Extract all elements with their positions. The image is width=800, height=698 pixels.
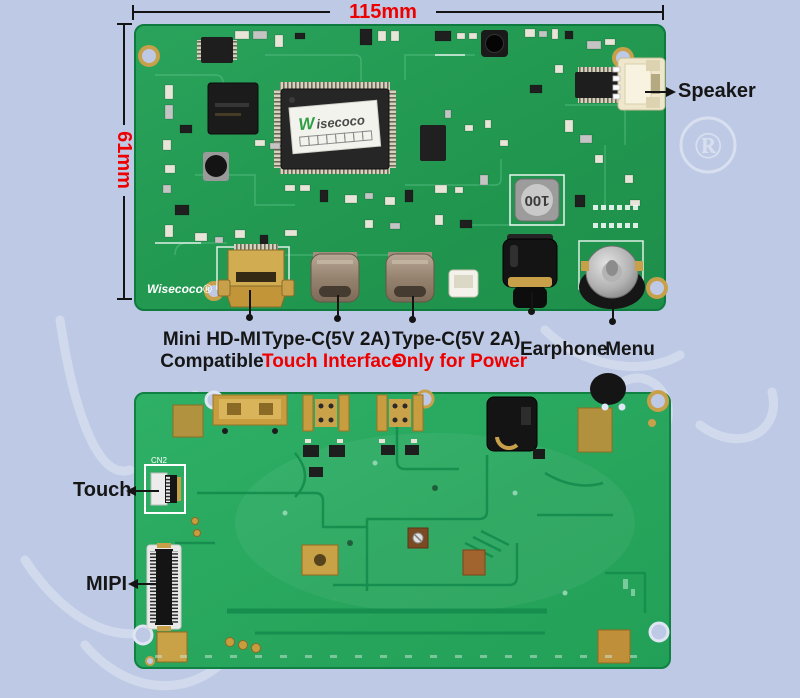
driver-board-back: CN2 — [132, 373, 671, 669]
earphone-jack — [502, 234, 558, 308]
earphone-leader — [531, 292, 533, 309]
backlight-connector — [448, 269, 479, 298]
earphone-jack-back — [486, 396, 545, 459]
typec-touch-label-line1: Type-C(5V 2A) — [262, 329, 391, 350]
height-dimension-label: 61mm — [113, 131, 135, 189]
main-controller-chip: W isecoco — [274, 82, 396, 174]
typec-touch-leader-dot — [334, 315, 341, 322]
dim-line-upper — [123, 25, 125, 125]
touch-fpc-connector: CN2 — [144, 456, 186, 514]
usb-c-touch-connector — [310, 252, 360, 303]
mipi-fpc-connector — [146, 543, 182, 631]
mini-hdmi-label-line1: Mini HD-MI — [162, 329, 262, 350]
inductor-l7 — [481, 30, 508, 57]
mipi-label: MIPI — [86, 573, 128, 595]
typec-touch-label: Type-C(5V 2A) Touch Interface — [262, 329, 403, 373]
usb-c-power-connector — [385, 252, 435, 303]
usb-c-power-back — [376, 394, 424, 455]
copper-pads — [156, 404, 631, 664]
small-ic — [420, 125, 446, 161]
menu-encoder — [579, 245, 645, 309]
dim-line-lower — [123, 196, 125, 298]
chip-brand-sticker: W isecoco — [288, 99, 382, 155]
mipi-leader-line — [137, 583, 159, 585]
hdmi-leader — [249, 290, 251, 315]
edge-pad-row — [155, 655, 637, 658]
dim-cap-bottom — [117, 298, 132, 300]
typec-power-label-line1: Type-C(5V 2A) — [392, 329, 521, 350]
touch-leader-line — [135, 490, 159, 492]
hdmi-leader-dot — [246, 314, 253, 321]
driver-board-front: W isecoco — [134, 24, 668, 311]
inductor-value-marking: 100 — [524, 192, 549, 209]
typec-touch-leader — [337, 295, 339, 316]
speaker-leader-line — [645, 91, 667, 93]
typec-touch-label-line2: Touch Interface — [262, 351, 403, 372]
vias — [191, 403, 635, 653]
menu-leader-dot — [609, 318, 616, 325]
registered-mark-circle — [679, 116, 737, 174]
speaker-arrowhead — [666, 87, 676, 97]
typec-power-label-line2: Only for Power — [392, 351, 528, 372]
inductor-l2 — [203, 152, 229, 181]
menu-encoder-back — [590, 373, 626, 405]
earphone-label: Earphone — [520, 339, 608, 360]
earphone-leader-dot — [528, 308, 535, 315]
cn2-ref-label: CN2 — [151, 456, 168, 465]
touch-arrowhead — [126, 486, 136, 496]
dim-cap-left — [132, 5, 134, 20]
ram-chip — [207, 82, 259, 135]
menu-leader — [612, 302, 614, 319]
width-dimension-label: 115mm — [349, 1, 417, 23]
usb-c-touch-back — [302, 394, 350, 477]
svg-text:W: W — [298, 114, 318, 134]
menu-label: Menu — [605, 339, 655, 360]
mini-hdmi-label: Mini HD-MI Compatible — [160, 329, 264, 373]
typec-power-leader-dot — [409, 316, 416, 323]
dim-cap-right — [662, 5, 664, 20]
power-inductor: 100 — [509, 174, 565, 226]
speaker-label: Speaker — [678, 80, 756, 102]
touch-label: Touch — [73, 479, 132, 501]
mipi-arrowhead — [128, 579, 138, 589]
typec-power-leader — [412, 296, 414, 317]
mini-hdmi-connector — [217, 244, 295, 308]
hdmi-solder-pads — [212, 394, 288, 434]
soic14-chip — [575, 67, 623, 103]
back-board-substrate — [134, 392, 671, 669]
mini-hdmi-label-line2: Compatible — [160, 351, 264, 372]
speaker-connector — [612, 57, 666, 111]
dim-line-right — [436, 11, 662, 13]
soic8-chip — [197, 37, 237, 63]
svg-text:isecoco: isecoco — [316, 112, 366, 131]
typec-power-label: Type-C(5V 2A) Only for Power — [392, 329, 528, 373]
brand-silkscreen: Wisecoco® — [147, 282, 212, 296]
silkscreen-header-dots — [593, 205, 638, 228]
dim-cap-top — [117, 23, 132, 25]
dim-line-left — [134, 11, 330, 13]
back-traces — [175, 423, 647, 635]
registered-mark-watermark: ® — [694, 125, 722, 167]
